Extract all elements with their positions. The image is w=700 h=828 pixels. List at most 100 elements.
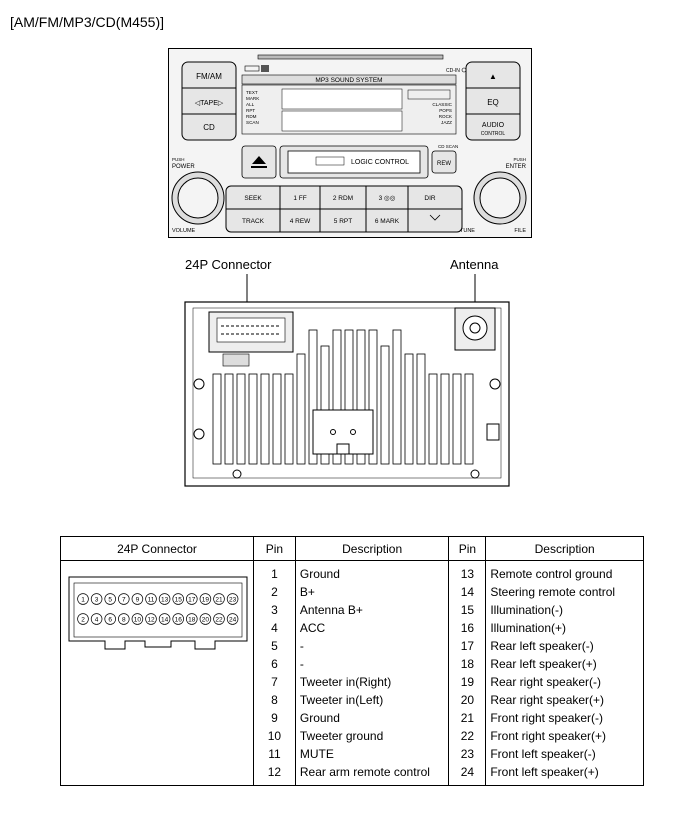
pin-description: Front left speaker(-) xyxy=(485,745,644,763)
connector-pin-number: 8 xyxy=(122,616,126,623)
audio-button: AUDIO xyxy=(482,122,505,129)
pin-description: Remote control ground xyxy=(485,560,644,583)
connector-pin-number: 7 xyxy=(122,596,126,603)
connector-pin-number: 5 xyxy=(108,596,112,603)
pin-description: Illumination(-) xyxy=(485,601,644,619)
connector-pin xyxy=(118,613,130,625)
pin-number: 12 xyxy=(252,763,296,786)
connector-pin xyxy=(131,613,144,625)
svg-text:TEXT: TEXT xyxy=(246,90,258,95)
connector-pin-number: 17 xyxy=(188,596,196,603)
pin-description: Rear left speaker(-) xyxy=(485,637,644,655)
fmam-button: FM/AM xyxy=(196,72,222,81)
pin-number: 24 xyxy=(448,763,486,786)
chevron-down-icon xyxy=(429,214,441,221)
pin-number: 20 xyxy=(448,691,486,709)
pin-description: MUTE xyxy=(294,745,449,763)
connector-pin-number: 22 xyxy=(215,616,223,623)
connector-pin xyxy=(172,613,184,625)
cd-in-label: CD-IN xyxy=(446,68,460,74)
pin-number: 5 xyxy=(252,637,296,655)
pin-description: Front left speaker(+) xyxy=(485,763,644,786)
pin-description: Illumination(+) xyxy=(485,619,644,637)
svg-text:SCAN: SCAN xyxy=(246,120,259,125)
power-label: POWER xyxy=(172,164,195,170)
svg-text:RDM: RDM xyxy=(246,114,257,119)
pin-description: Tweeter ground xyxy=(294,727,449,745)
cd-logo xyxy=(261,65,269,72)
pin-number: 2 xyxy=(252,583,296,601)
eject-icon: ▲ xyxy=(489,72,497,81)
connector-pin-number: 11 xyxy=(148,596,155,603)
pin-number: 9 xyxy=(252,709,296,727)
eq-button: EQ xyxy=(487,98,499,107)
connector-pin xyxy=(77,593,89,605)
connector-pin xyxy=(172,593,184,605)
connector-pin xyxy=(145,593,157,605)
pin-description: Rear left speaker(+) xyxy=(485,655,644,673)
connector-pin-number: 3 xyxy=(95,596,99,603)
pin-description: Front right speaker(-) xyxy=(485,709,644,727)
pin-number: 13 xyxy=(448,560,486,583)
svg-text:ROCK: ROCK xyxy=(439,114,453,119)
preset-2-button: 2 RDM xyxy=(333,195,353,202)
svg-text:PUSH: PUSH xyxy=(513,157,526,162)
pin-description: Rear right speaker(+) xyxy=(485,691,644,709)
connector-pin-number: 14 xyxy=(161,616,169,623)
pin-description: Antenna B+ xyxy=(294,601,449,619)
svg-text:RPT: RPT xyxy=(246,108,255,113)
connector-pin-number: 19 xyxy=(202,596,210,603)
pin-description: Rear right speaker(-) xyxy=(485,673,644,691)
connector-pin xyxy=(186,593,198,605)
connector-pin xyxy=(104,593,116,605)
preset-4-button: 4 REW xyxy=(290,218,311,225)
pin-number: 19 xyxy=(448,673,486,691)
logic-control-label: LOGIC CONTROL xyxy=(351,159,409,166)
connector-pin xyxy=(77,613,89,625)
pin-description: Front right speaker(+) xyxy=(485,727,644,745)
track-button: TRACK xyxy=(242,218,265,225)
connector-pin-number: 20 xyxy=(202,616,210,623)
connector-pin xyxy=(145,613,157,625)
cd-button: CD xyxy=(203,123,215,132)
antenna-callout: Antenna xyxy=(450,257,499,272)
connector-pin xyxy=(186,613,198,625)
connector-pin-number: 4 xyxy=(95,616,99,623)
pin-description: ACC xyxy=(294,619,449,637)
connector-pin-number: 15 xyxy=(175,596,183,603)
connector-pin xyxy=(158,593,171,605)
pin-number: 3 xyxy=(252,601,296,619)
pin-number: 7 xyxy=(252,673,296,691)
connector-pin xyxy=(226,593,239,605)
connector-pin-number: 13 xyxy=(161,596,169,603)
col-header: Description xyxy=(485,536,644,561)
pin-number: 22 xyxy=(448,727,486,745)
preset-5-button: 5 RPT xyxy=(334,218,352,225)
enter-label: ENTER xyxy=(506,164,527,170)
connector-pin-number: 10 xyxy=(134,616,142,623)
pin-number: 10 xyxy=(252,727,296,745)
connector-pin xyxy=(199,593,212,605)
pin-number: 15 xyxy=(448,601,486,619)
col-header: 24P Connector xyxy=(60,536,254,561)
front-panel-diagram: FM/AM ◁TAPE▷ CD ▲ EQ AUDIO CONTROL CD-IN… xyxy=(168,48,532,238)
connector-pin-number: 6 xyxy=(108,616,112,623)
svg-text:PUSH: PUSH xyxy=(172,157,185,162)
preset-3-button: 3 ◎◎ xyxy=(379,195,396,202)
control-label: CONTROL xyxy=(481,131,506,137)
svg-text:POPS: POPS xyxy=(439,108,452,113)
volume-label: VOLUME xyxy=(172,228,196,234)
pin-description: - xyxy=(294,655,449,673)
pin-number: 11 xyxy=(252,745,296,763)
